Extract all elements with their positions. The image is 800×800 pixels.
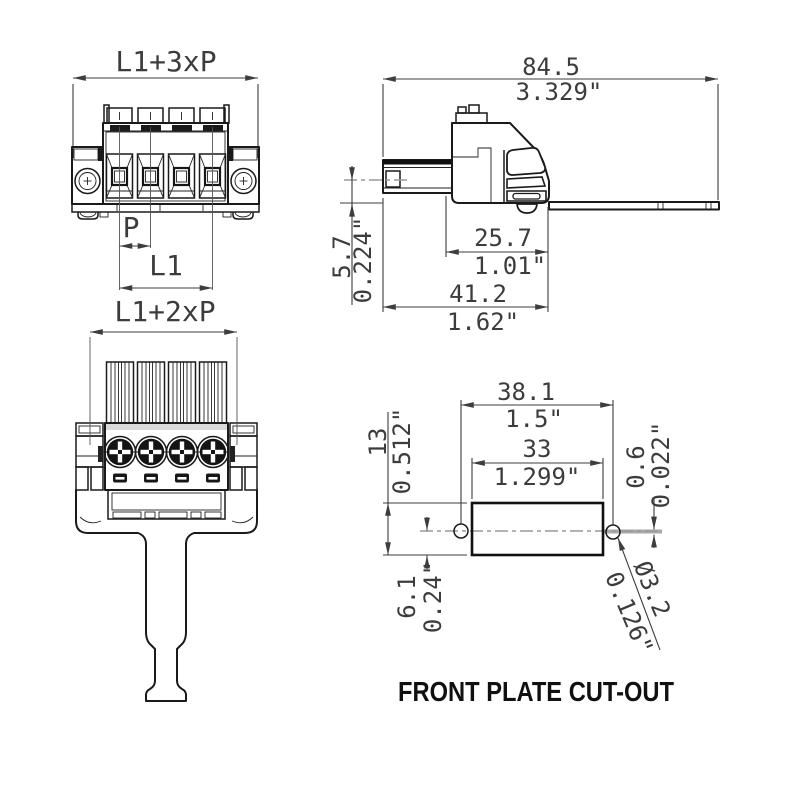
- side-height-mm-label: 5.7: [328, 235, 356, 278]
- side-height-in-label: 0.224": [349, 217, 377, 304]
- front-right-flange: [227, 146, 260, 205]
- test-slots: [113, 473, 220, 483]
- side-body-in-label: 1.01": [474, 252, 546, 280]
- cutout-hole-span-in-label: 1.5": [505, 405, 563, 433]
- front-overall-dim-label: L1+3xP: [115, 45, 216, 78]
- side-depth-mm-label: 41.2: [449, 280, 507, 308]
- rear-left-flange: [75, 422, 104, 491]
- cutout-title: FRONT PLATE CUT-OUT: [398, 676, 674, 707]
- rear-view-drawing: L1+2xP: [75, 295, 258, 702]
- wire-bundles: [105, 361, 228, 424]
- rear-overall-dim-label: L1+2xP: [114, 295, 215, 328]
- front-l1-dim-label: L1: [149, 249, 183, 282]
- front-plate-cutout-drawing: 38.1 1.5" 33 1.299" 13 0.512" 6.1 0.24" …: [364, 378, 676, 658]
- side-length-mm-label: 84.5: [522, 53, 580, 81]
- side-length-in-label: 3.329": [516, 78, 603, 106]
- clamp-screws: [103, 435, 230, 469]
- cutout-hole-span-mm-label: 38.1: [497, 378, 555, 406]
- side-body-mm-label: 25.7: [474, 224, 532, 252]
- cutout-center-in-label: 0.24": [419, 561, 447, 633]
- cutout-width-in-label: 1.299": [494, 463, 581, 491]
- cutout-center-mm-label: 6.1: [393, 575, 421, 618]
- strain-relief-tail: [75, 489, 258, 702]
- side-front-plate: [548, 201, 720, 211]
- rear-right-flange: [229, 422, 258, 491]
- cutout-offset-mm-label: 0.6: [622, 445, 650, 488]
- side-view-drawing: 84.5 3.329": [328, 53, 720, 336]
- cutout-height-mm-label: 13: [364, 428, 392, 457]
- front-pitch-dim-label: P: [123, 211, 140, 244]
- front-left-flange: [71, 146, 104, 205]
- front-view-drawing: L1+3xP: [71, 45, 260, 291]
- contact-openings: [105, 153, 227, 199]
- side-plug-nose: [382, 159, 453, 194]
- cutout-height-in-label: 0.512": [388, 408, 416, 495]
- cutout-width-mm-label: 33: [523, 435, 552, 463]
- side-depth-in-label: 1.62": [447, 308, 519, 336]
- side-body: [451, 104, 550, 214]
- cutout-offset-in-label: 0.022": [647, 422, 675, 509]
